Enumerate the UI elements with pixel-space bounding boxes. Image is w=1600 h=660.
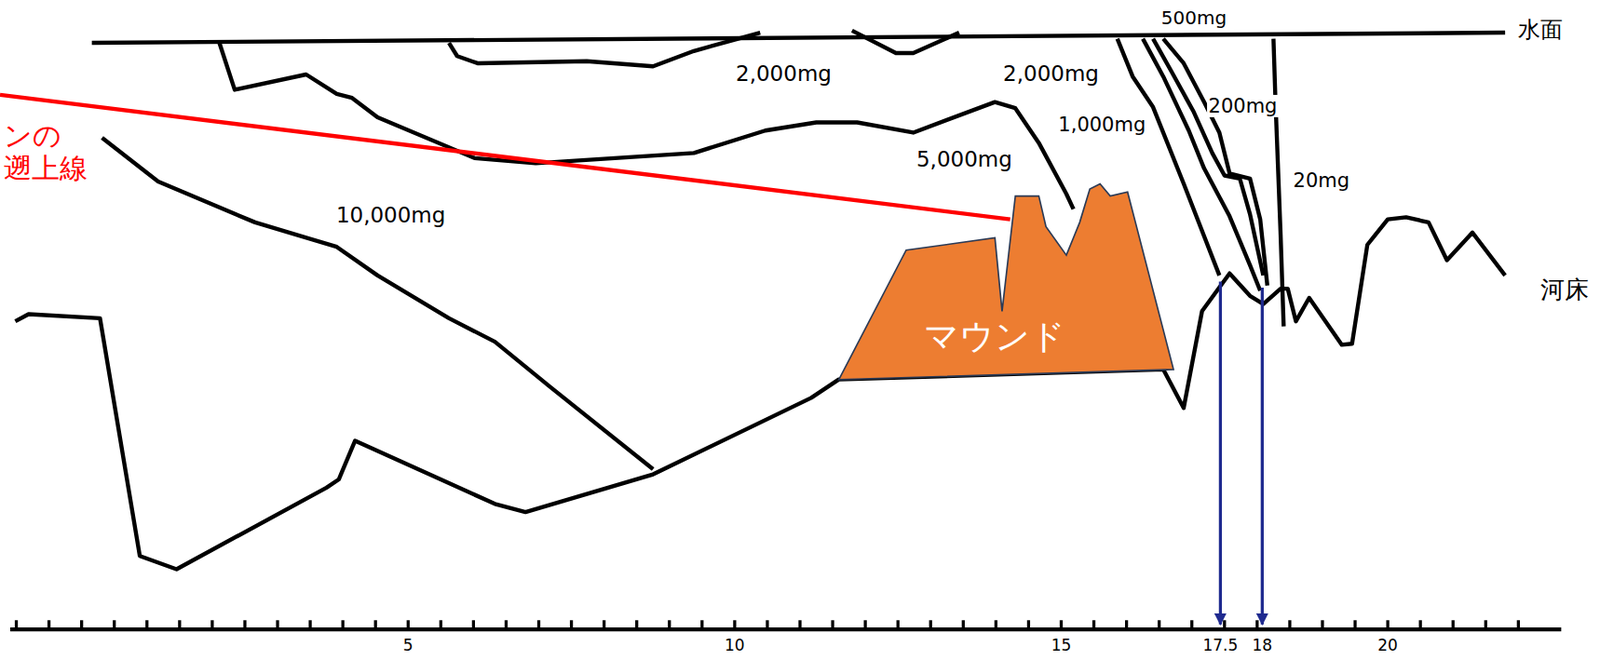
water-surface-label: 水面 (1516, 17, 1565, 44)
contour-2000-b (852, 30, 960, 54)
contour-1000 (1142, 39, 1261, 292)
position-arrow (1219, 281, 1222, 624)
salt-wedge-line (0, 94, 1011, 220)
contour-10000 (102, 137, 654, 470)
concentration-label: 10,000mg (334, 203, 448, 228)
water-surface-line (92, 32, 1506, 43)
mound-label: マウンド (923, 313, 1066, 361)
contour-200 (1163, 39, 1268, 286)
axis-number: 15 (1049, 637, 1074, 656)
axis-number: 5 (401, 637, 416, 656)
contour-500 (1152, 39, 1263, 276)
mound-outline (831, 178, 1184, 389)
concentration-label: 20mg (1291, 169, 1353, 192)
concentration-label: 2,000mg (1001, 61, 1101, 86)
distance-axis (10, 627, 1561, 632)
mound-fill (839, 183, 1174, 380)
concentration-label: 5,000mg (914, 147, 1015, 172)
contour-2000 (448, 32, 760, 67)
concentration-label: 2,000mg (733, 61, 834, 86)
contour-20 (1273, 39, 1284, 327)
position-arrow (1261, 287, 1264, 625)
concentration-label: 500mg (1159, 6, 1229, 28)
axis-number: 18 (1250, 637, 1275, 656)
axis-ticks (16, 620, 1519, 630)
salt-wedge-label: ンの 遡上線 (1, 120, 93, 185)
concentration-label: 200mg (1206, 94, 1280, 118)
axis-number: 10 (722, 637, 747, 656)
concentration-label: 1,000mg (1056, 113, 1148, 136)
axis-number: 20 (1375, 637, 1400, 656)
mound-shape: マウンド (831, 178, 1184, 389)
axis-number: 17.5 (1200, 637, 1240, 656)
riverbed-label: 河床 (1538, 276, 1591, 305)
